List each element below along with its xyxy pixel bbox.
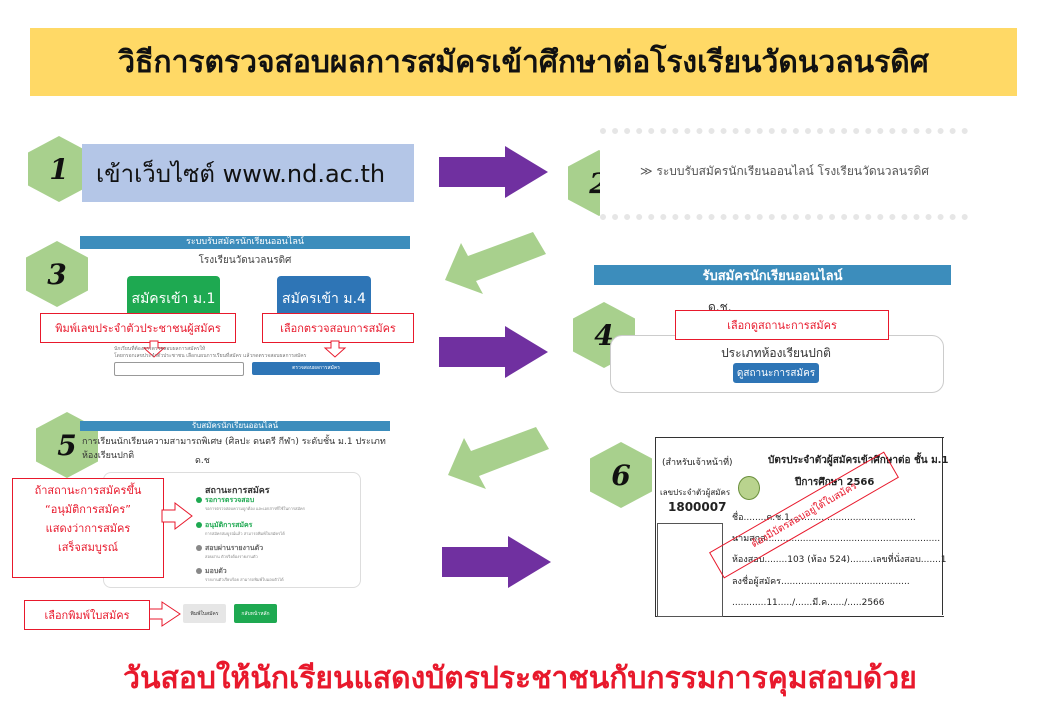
view-status-button[interactable]: ดูสถานะการสมัคร: [733, 363, 819, 383]
applicant-id-label: เลขประจำตัวผู้สมัคร: [660, 488, 731, 497]
arrow-right-2: [439, 326, 548, 378]
exam-card: [655, 437, 944, 617]
status-item-2: อนุมัติการสมัคร: [205, 521, 253, 529]
status-dot-4: [196, 568, 202, 574]
step5-print-label: เลือกพิมพ์ใบสมัคร: [24, 600, 150, 630]
surname-line: นามสกุล.................................…: [732, 534, 941, 544]
step2-registration-link[interactable]: ≫ ระบบรับสมัครนักเรียนออนไลน์ โรงเรียนวั…: [640, 164, 929, 178]
arrow-down-left-2: [448, 427, 549, 489]
back-home-button[interactable]: กลับหน้าหลัก: [234, 604, 277, 623]
arrow-down-left-1: [445, 232, 546, 294]
note-line-3: แสดงว่าการสมัคร: [45, 522, 131, 535]
signature-line: ลงชื่อผู้สมัคร..........................…: [732, 577, 910, 587]
exam-card-title: บัตรประจำตัวผู้สมัครเข้าศึกษาต่อ ชั้น ม.…: [768, 455, 949, 466]
status-item-1-sub: รอการตรวจสอบความถูกต้อง และเอกสารที่ใช้ใ…: [205, 506, 305, 511]
step5-subtitle: การเรียนนักเรียนความสามารถพิเศษ (ศิลปะ ด…: [82, 437, 386, 461]
plan-select[interactable]: [114, 362, 244, 376]
officer-note: (สำหรับเจ้าหน้าที่): [662, 458, 733, 468]
photo-box: [657, 523, 723, 617]
note-line-1: ถ้าสถานะการสมัครขึ้น: [34, 484, 142, 497]
step3-check-label: เลือกตรวจสอบการสมัคร: [262, 313, 414, 343]
name-line: ชื่อ........ด.ช.1.......................…: [732, 513, 916, 523]
step1-website-text[interactable]: เข้าเว็บไซต์ www.nd.ac.th: [96, 159, 386, 188]
step1-box: เข้าเว็บไซต์ www.nd.ac.th: [82, 144, 414, 202]
step3-instruction-2: โดยกรอกเลขประจำตัวประชาชน เลือกแผนการเรี…: [114, 353, 307, 359]
exam-card-right-border: [942, 437, 943, 615]
applicant-id-value: 1800007: [668, 500, 727, 514]
check-result-button[interactable]: ตรวจสอบผลการสมัคร: [252, 362, 380, 375]
step5-header-bar: รับสมัครนักเรียนออนไลน์: [80, 421, 390, 431]
status-title: สถานะการสมัคร: [205, 486, 270, 496]
arrow-right-3: [442, 536, 551, 588]
title-banner: วิธีการตรวจสอบผลการสมัครเข้าศึกษาต่อโรงเ…: [30, 28, 1017, 96]
school-crest-icon: [738, 476, 760, 500]
step3-school-name: โรงเรียนวัดนวลนรดิศ: [198, 255, 292, 266]
status-dot-1: [196, 497, 202, 503]
print-application-button[interactable]: พิมพ์ใบสมัคร: [183, 604, 226, 623]
status-item-4-sub: รายงานตัวเรียบร้อย สามารถพิมพ์ใบมอบตัวได…: [205, 577, 284, 582]
step3-instruction-1: นักเรียนที่ต้องการตรวจสอบผลการสมัครให้: [114, 346, 206, 352]
room-line: ห้องสอบ........103 (ห้อง 524)........เลข…: [732, 555, 947, 565]
step2-screenshot: [600, 128, 968, 220]
exam-card-year: ปีการศึกษา 2566: [795, 477, 875, 488]
footer-warning: วันสอบให้นักเรียนแสดงบัตรประชาชนกับกรรมก…: [123, 661, 917, 696]
note-line-2: “อนุมัติการสมัคร”: [45, 503, 131, 516]
status-item-3: สอบผ่านรายงานตัว: [205, 544, 264, 552]
status-item-4: มอบตัว: [205, 567, 227, 575]
status-dot-3: [196, 545, 202, 551]
step5-student-prefix: ด.ช: [195, 456, 210, 466]
step4-class-type: ประเภทห้องเรียนปกติ: [721, 346, 831, 360]
step3-id-label: พิมพ์เลขประจำตัวประชาชนผู้สมัคร: [40, 313, 236, 343]
step3-header-bar: ระบบรับสมัครนักเรียนออนไลน์: [80, 236, 410, 249]
step4-status-label: เลือกดูสถานะการสมัคร: [675, 310, 889, 340]
status-item-3-sub: สอบผ่าน ตัวจริงต้องรายงานตัว: [205, 554, 258, 559]
status-item-1: รอการตรวจสอบ: [205, 496, 255, 504]
status-item-2-sub: การสมัครสมบูรณ์แล้ว สามารถพิมพ์ใบสมัครได…: [205, 531, 285, 536]
page-title: วิธีการตรวจสอบผลการสมัครเข้าศึกษาต่อโรงเ…: [118, 44, 929, 80]
date-line: ............11...../......มี.ค....../...…: [732, 598, 885, 608]
note-line-4: เสร็จสมบูรณ์: [58, 541, 118, 554]
step4-header-bar: รับสมัครนักเรียนออนไลน์: [594, 265, 951, 285]
status-dot-2: [196, 522, 202, 528]
arrow-right-1: [439, 146, 548, 198]
step5-note: ถ้าสถานะการสมัครขึ้น “อนุมัติการสมัคร” แ…: [12, 478, 164, 578]
